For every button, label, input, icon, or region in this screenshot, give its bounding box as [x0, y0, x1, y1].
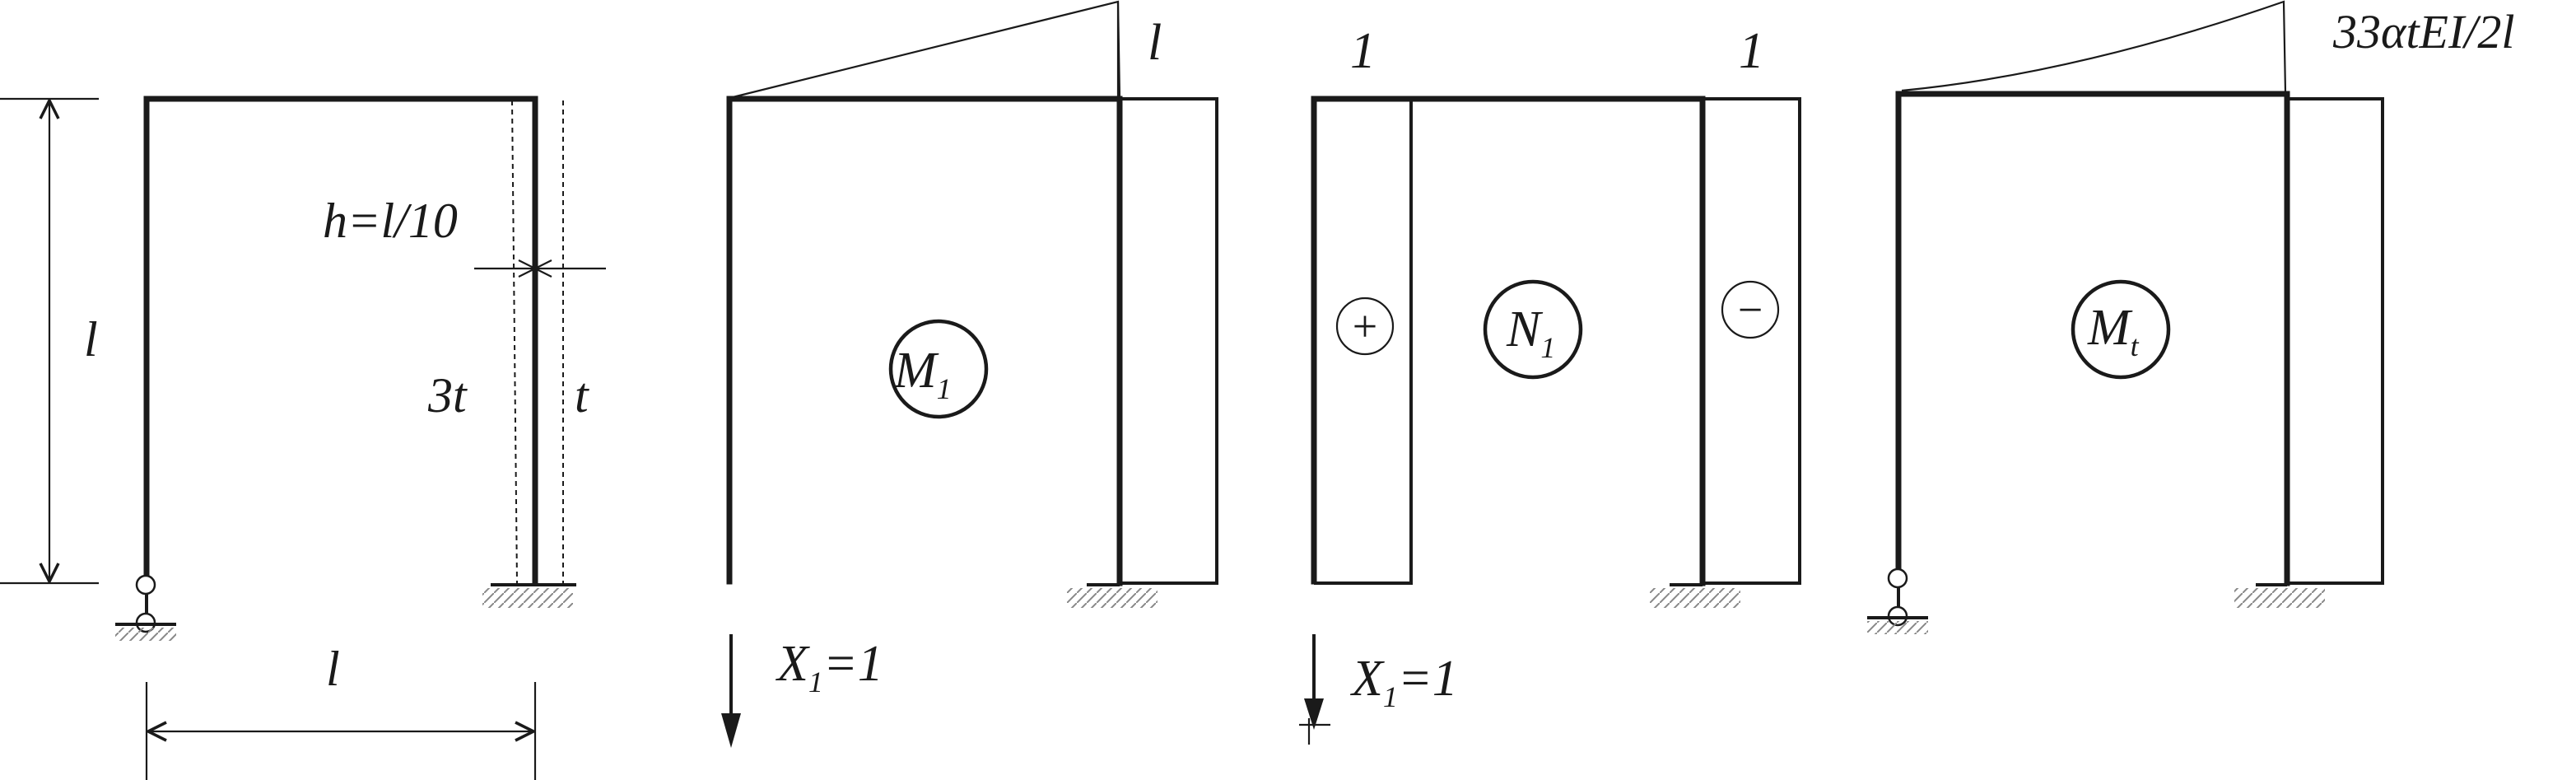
n1-right-ordinate: 1: [1739, 23, 1764, 79]
x1-force-label: X1=1: [1349, 651, 1458, 713]
fixed-support-icon: [2234, 583, 2325, 608]
fixed-support-icon: [482, 583, 576, 608]
m1-column-ordinate: [1120, 97, 1218, 585]
minus-sign: −: [1738, 285, 1763, 334]
m1-label: M1: [893, 343, 952, 405]
span-dimension: [145, 682, 537, 780]
section-label: h=l/10: [323, 194, 458, 248]
height-dimension: [0, 97, 99, 585]
fixed-support-icon: [1650, 583, 1740, 608]
mt-ordinate-label: 33αtEI/2l: [2332, 5, 2515, 58]
plus-sign-circle: [1335, 297, 1395, 356]
mt-column-ordinate: [2287, 97, 2384, 585]
n1-label-circle: [1483, 279, 1583, 380]
roller-support-icon: [1867, 567, 1928, 634]
mt-label-circle: [2071, 279, 2171, 380]
temp-inner-label: 3t: [427, 368, 468, 423]
unit-force-arrow-icon: [1299, 634, 1330, 745]
frame-2-members: [726, 96, 1123, 586]
temp-outer-label: t: [575, 368, 589, 423]
fixed-support-icon: [1067, 583, 1158, 608]
panel-1-frame-geometry: l l h=l/10 3t t: [0, 96, 606, 780]
panel-3-normal-force-diagram: 1 1 + − N1 X1=1: [1299, 23, 1801, 745]
n1-label: N1: [1506, 301, 1555, 364]
panel-4-thermal-moment-diagram: 33αtEI/2l Mt: [1867, 0, 2515, 634]
thickness-dimension: [474, 259, 606, 278]
n1-left-ordinate: 1: [1350, 23, 1376, 79]
plus-sign: +: [1353, 301, 1377, 351]
frame-1-members: [143, 96, 538, 586]
frame-4-members: [1895, 91, 2290, 586]
minus-sign-circle: [1721, 280, 1780, 339]
m1-beam-ordinate: [732, 0, 1120, 99]
panel-2-moment-diagram: l M1 X1=1: [721, 0, 1218, 748]
m1-label-circle: [888, 319, 989, 419]
n1-right-column-ordinate: [1703, 97, 1801, 585]
mt-beam-ordinate: [1901, 0, 2287, 93]
roller-support-icon: [115, 574, 176, 641]
span-label: l: [326, 642, 340, 696]
unit-force-arrow-icon: [721, 634, 741, 748]
n1-left-column-ordinate: [1314, 97, 1413, 585]
x1-force-label: X1=1: [775, 636, 883, 698]
section-line-inner: [511, 100, 518, 584]
mt-label: Mt: [2087, 300, 2140, 362]
frame-3-members: [1311, 96, 1706, 586]
m1-ordinate-label: l: [1148, 15, 1162, 71]
height-label: l: [84, 312, 98, 367]
